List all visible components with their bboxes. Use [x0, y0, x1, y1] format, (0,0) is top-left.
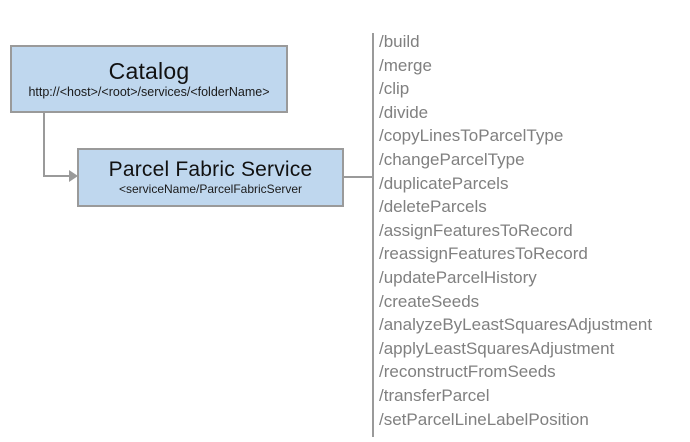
operation-item: /reconstructFromSeeds — [379, 362, 556, 382]
operation-item: /clip — [379, 79, 410, 99]
operation-item: /deleteParcels — [379, 197, 487, 217]
operations-rail-divider — [372, 33, 374, 437]
operation-item: /assignFeaturesToRecord — [379, 220, 573, 240]
operation-item: /changeParcelType — [379, 149, 525, 169]
connector-catalog-vertical — [43, 113, 45, 176]
connector-service-to-operations — [344, 176, 374, 178]
node-parcel-fabric-service: Parcel Fabric Service <serviceName/Parce… — [77, 148, 344, 207]
operation-item: /transferParcel — [379, 385, 490, 405]
operation-item: /updateParcelHistory — [379, 267, 537, 287]
operation-item: /analyzeByLeastSquaresAdjustment — [379, 315, 653, 335]
node-catalog-url: http://<host>/<root>/services/<folderNam… — [28, 84, 270, 99]
operation-item: /build — [379, 32, 420, 51]
operations-list: /build /merge /clip /divide /copyLinesTo… — [379, 30, 684, 431]
arrow-head-icon — [69, 170, 78, 182]
operation-item: /merge — [379, 55, 432, 75]
operation-item: /setParcelLineLabelPosition — [379, 409, 589, 429]
operation-item: /applyLeastSquaresAdjustment — [379, 338, 615, 358]
operation-item: /duplicateParcels — [379, 173, 509, 193]
operation-item: /reassignFeaturesToRecord — [379, 244, 588, 264]
node-parcel-fabric-service-path: <serviceName/ParcelFabricServer — [118, 181, 303, 196]
node-parcel-fabric-service-title: Parcel Fabric Service — [108, 157, 313, 181]
connector-catalog-horizontal — [43, 175, 71, 177]
node-catalog: Catalog http://<host>/<root>/services/<f… — [10, 45, 288, 113]
operation-item: /createSeeds — [379, 291, 480, 311]
operation-item: /copyLinesToParcelType — [379, 126, 564, 146]
operation-item: /divide — [379, 102, 429, 122]
node-catalog-title: Catalog — [108, 57, 190, 84]
